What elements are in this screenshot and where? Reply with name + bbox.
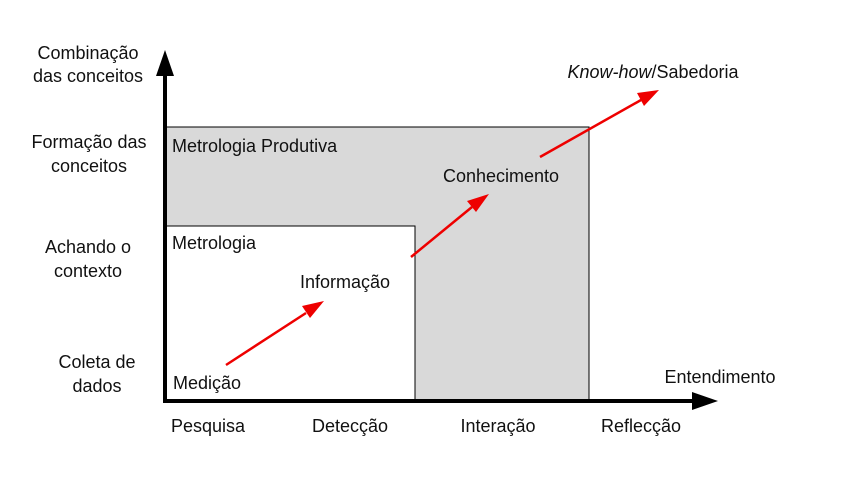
y-axis-title-line1: Combinação <box>37 43 138 63</box>
stage-label-knowhow-italic: Know-how <box>567 62 652 82</box>
stage-label-conhecimento: Conhecimento <box>443 166 559 186</box>
x-level-pesquisa: Pesquisa <box>171 416 246 436</box>
stage-label-knowhow: Know-how/Sabedoria <box>567 62 739 82</box>
stage-label-medicao: Medição <box>173 373 241 393</box>
y-level-contexto-line2: contexto <box>54 261 122 281</box>
stage-label-knowhow-rest: /Sabedoria <box>651 62 739 82</box>
trend-arrow-1 <box>225 301 324 367</box>
x-level-deteccao: Detecção <box>312 416 388 436</box>
inner-region-box <box>164 225 416 402</box>
y-level-contexto-line1: Achando o <box>45 237 131 257</box>
y-level-dados-line2: dados <box>72 376 121 396</box>
y-level-formacao-line2: conceitos <box>51 156 127 176</box>
y-level-formacao-line1: Formação das <box>31 132 146 152</box>
trend-arrow-3 <box>539 90 659 159</box>
outer-region-label: Metrologia Produtiva <box>172 136 338 156</box>
trend-arrow-2 <box>410 194 489 258</box>
x-axis-title: Entendimento <box>664 367 775 387</box>
x-level-reflecao: Reflecção <box>601 416 681 436</box>
y-axis-arrowhead <box>156 50 174 76</box>
y-level-dados-line1: Coleta de <box>58 352 135 372</box>
inner-region-label: Metrologia <box>172 233 257 253</box>
stage-label-informacao: Informação <box>300 272 390 292</box>
x-level-interacao: Interação <box>460 416 535 436</box>
y-axis-title-line2: das conceitos <box>33 66 143 86</box>
x-axis-arrowhead <box>692 392 718 410</box>
